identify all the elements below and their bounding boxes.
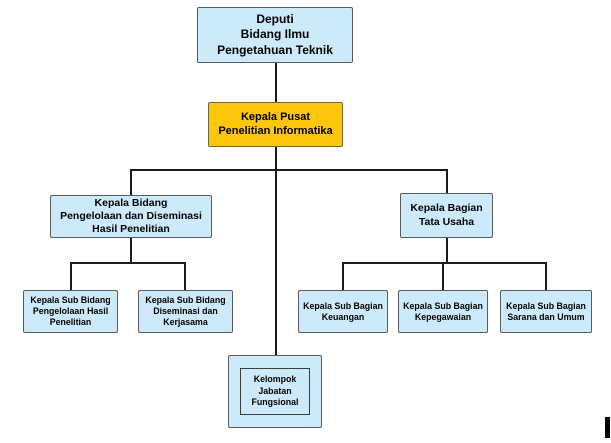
connector-to-kepala-bagian — [446, 169, 448, 193]
node-kepala-bidang-pengelolaan-diseminasi: Kepala Bidang Pengelolaan dan Diseminasi… — [50, 195, 212, 238]
connector-to-sub-sarana — [545, 262, 547, 290]
connector-main-trunk — [275, 147, 277, 355]
node-kepala-bagian-tata-usaha: Kepala Bagian Tata Usaha — [400, 193, 493, 238]
node-sub-bagian-sarana-umum: Kepala Sub Bagian Sarana dan Umum — [500, 290, 592, 333]
connector-bidang-horizontal — [70, 262, 186, 264]
node-kepala-pusat-penelitian-informatika: Kepala Pusat Penelitian Informatika — [208, 102, 343, 147]
connector-to-sub-keuangan — [342, 262, 344, 290]
connector-level2-horizontal — [130, 169, 448, 171]
connector-to-kepala-bidang — [130, 169, 132, 195]
connector-to-sub-kepegawaian — [442, 262, 444, 290]
cursor-artifact — [605, 417, 610, 438]
connector-to-sub-diseminasi — [184, 262, 186, 290]
connector-bagian-horizontal — [342, 262, 547, 264]
node-sub-bagian-kepegawaian: Kepala Sub Bagian Kepegawaian — [398, 290, 488, 333]
node-sub-bidang-pengelolaan-hasil: Kepala Sub Bidang Pengelolaan Hasil Pene… — [23, 290, 118, 333]
node-sub-bidang-diseminasi-kerjasama: Kepala Sub Bidang Diseminasi dan Kerjasa… — [138, 290, 233, 333]
node-deputi-bidang-ilmu: Deputi Bidang Ilmu Pengetahuan Teknik — [197, 7, 353, 63]
connector-to-sub-pengelolaan — [70, 262, 72, 290]
node-sub-bagian-keuangan: Kepala Sub Bagian Keuangan — [298, 290, 388, 333]
node-kelompok-jabatan-fungsional: Kelompok Jabatan Fungsional — [240, 368, 310, 415]
connector-bidang-down — [130, 238, 132, 264]
node-kelompok-jabatan-fungsional-frame: Kelompok Jabatan Fungsional — [228, 355, 322, 428]
connector-deputi-pusat — [275, 63, 277, 102]
connector-bagian-down — [446, 238, 448, 264]
